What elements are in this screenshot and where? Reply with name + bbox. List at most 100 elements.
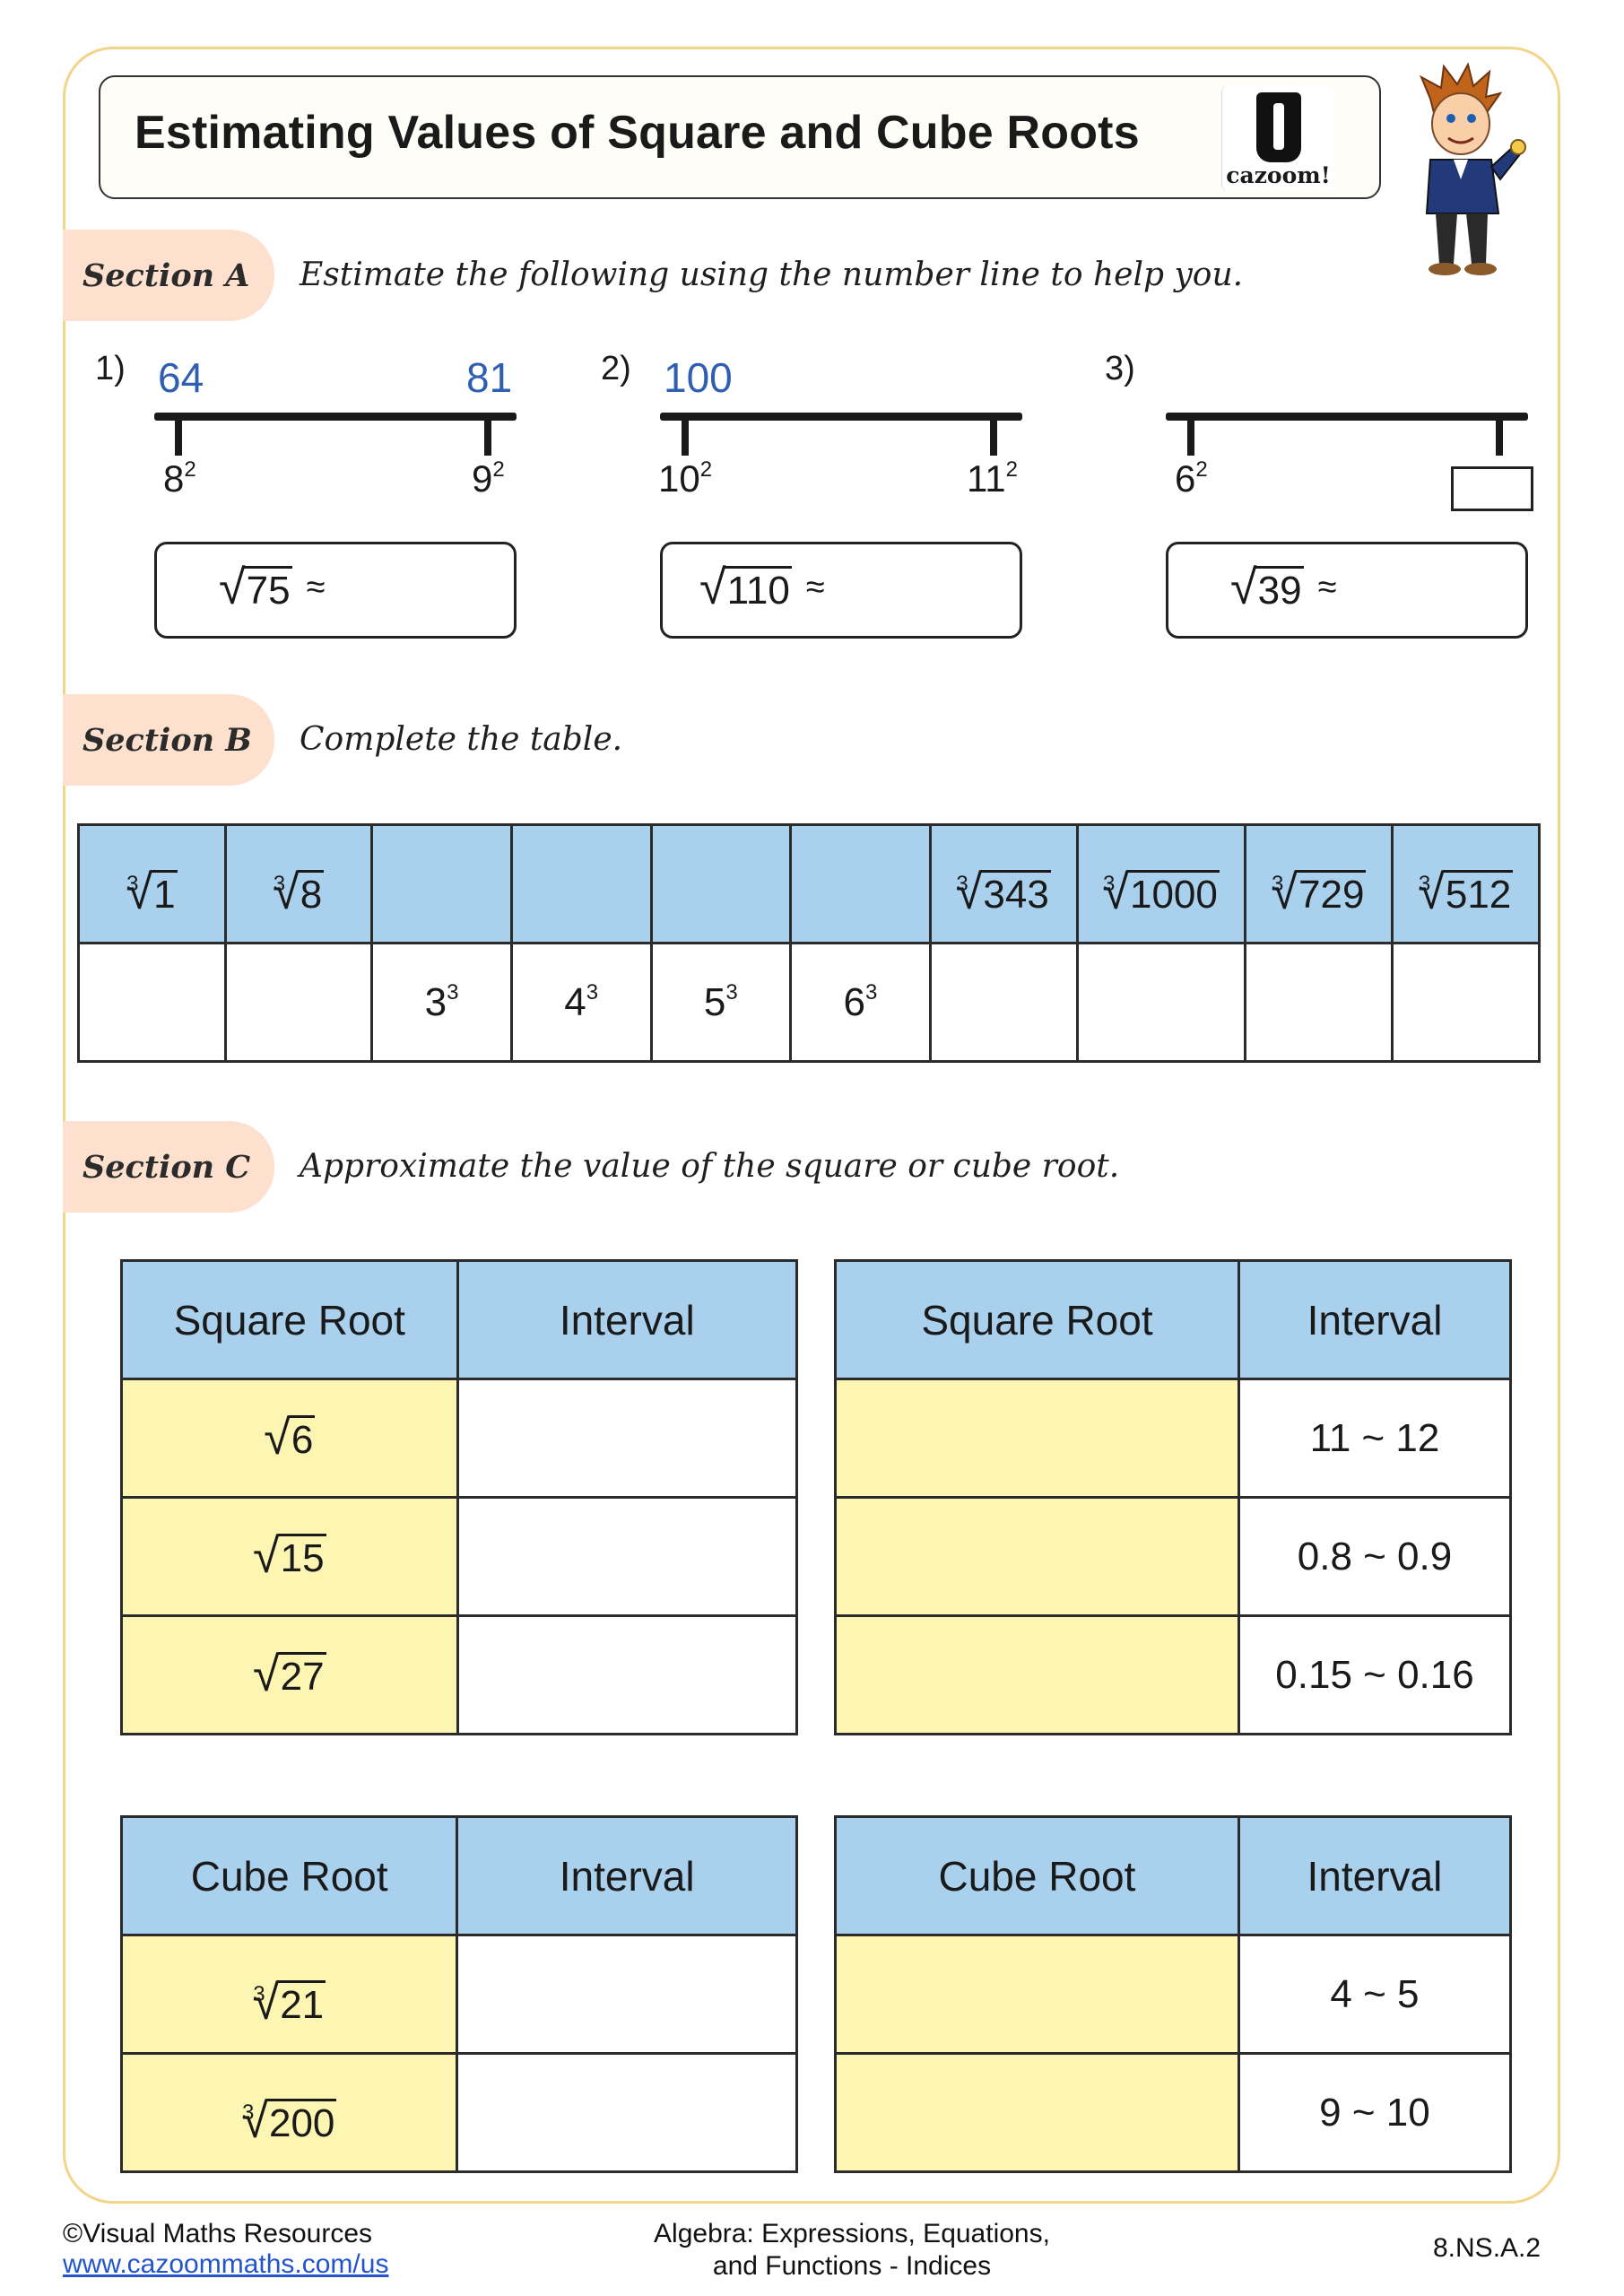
- footer-topic-line-1: Algebra: Expressions, Equations,: [654, 2219, 1050, 2248]
- answer-cell[interactable]: [456, 1378, 798, 1499]
- q1-left-value: 64: [158, 354, 204, 401]
- table-row: 9 ~ 10: [834, 2052, 1513, 2173]
- table-row: 3√21: [119, 1934, 798, 2055]
- table-row: √15: [120, 1496, 798, 1617]
- logo-mark-icon: [1256, 92, 1301, 162]
- table-cell: 9 ~ 10: [1237, 2052, 1513, 2173]
- table-row: 0.15 ~ 0.16: [834, 1614, 1513, 1735]
- table-cell: 3√21: [119, 1934, 459, 2055]
- table-cell-blank[interactable]: [1075, 942, 1247, 1063]
- answer-cell[interactable]: [834, 1934, 1240, 2055]
- table-row: √27: [120, 1614, 798, 1735]
- q2-expression: √110 ≈: [699, 561, 825, 614]
- cube-root-table-right: Cube Root Interval 4 ~ 5 9 ~ 10: [834, 1815, 1513, 2173]
- table-cell-blank[interactable]: [928, 942, 1079, 1063]
- table-cell: 11 ~ 12: [1237, 1378, 1513, 1499]
- cube-root-table-left: Cube Root Interval 3√21 3√200: [119, 1815, 798, 2173]
- question-2-number: 2): [601, 350, 631, 387]
- section-a-instruction: Estimate the following using the number …: [300, 257, 1244, 293]
- table-cell-blank[interactable]: [1391, 942, 1541, 1063]
- q3-number-line: [1166, 413, 1528, 421]
- table-cell: 3√343: [928, 823, 1079, 944]
- square-root-table-right: Square Root Interval 11 ~ 12 0.8 ~ 0.9 0…: [834, 1259, 1513, 1735]
- cartoon-boy-icon: [1419, 62, 1526, 275]
- table-cell: √15: [120, 1496, 459, 1617]
- cube-table-roots-row: 3√1 3√8 3√343 3√1000 3√729 3√512: [77, 823, 1541, 944]
- answer-cell[interactable]: [834, 1496, 1240, 1617]
- column-header: Interval: [1237, 1259, 1513, 1380]
- table-row: 4 ~ 5: [834, 1934, 1513, 2055]
- column-header: Square Root: [834, 1259, 1240, 1380]
- table-cell: √6: [120, 1378, 459, 1499]
- table-cell: 3√8: [223, 823, 374, 944]
- q2-answer-box[interactable]: [660, 542, 1022, 639]
- q1-expression: √75 ≈: [219, 561, 326, 614]
- answer-cell[interactable]: [834, 2052, 1240, 2173]
- table-cell: 3√1: [77, 823, 227, 944]
- q1-right-power: 92: [472, 457, 505, 500]
- section-a-tab: Section A: [63, 230, 274, 321]
- question-1-number: 1): [95, 350, 126, 387]
- q2-number-line: [660, 413, 1022, 421]
- answer-cell[interactable]: [834, 1614, 1240, 1735]
- answer-cell[interactable]: [834, 1378, 1240, 1499]
- q1-number-line: [154, 413, 517, 421]
- q1-left-tick: [175, 416, 182, 456]
- answer-cell[interactable]: [456, 1496, 798, 1617]
- section-c-instruction: Approximate the value of the square or c…: [300, 1148, 1120, 1185]
- title-box: [99, 75, 1381, 199]
- table-row: 0.8 ~ 0.9: [834, 1496, 1513, 1617]
- table-cell: 0.8 ~ 0.9: [1237, 1496, 1513, 1617]
- table-cell: 43: [509, 942, 653, 1063]
- table-row: 3√200: [119, 2052, 798, 2173]
- table-row: √6: [120, 1378, 798, 1499]
- table-cell-blank[interactable]: [77, 942, 227, 1063]
- column-header: Interval: [456, 1259, 798, 1380]
- cazoom-logo: cazoom!: [1221, 85, 1334, 191]
- q3-missing-power-box[interactable]: [1451, 466, 1533, 511]
- q2-right-tick: [990, 416, 997, 456]
- table-cell: 3√200: [119, 2052, 459, 2173]
- table-cell-blank[interactable]: [649, 823, 793, 944]
- column-header: Cube Root: [834, 1815, 1240, 1936]
- page-title: Estimating Values of Square and Cube Roo…: [135, 107, 1140, 159]
- answer-cell[interactable]: [456, 1934, 798, 2055]
- table-cell-blank[interactable]: [223, 942, 374, 1063]
- q2-left-tick: [682, 416, 689, 456]
- logo-brand: cazoom!: [1226, 162, 1331, 188]
- table-cell-blank[interactable]: [789, 823, 932, 944]
- square-root-table-left: Square Root Interval √6 √15 √27: [120, 1259, 798, 1735]
- column-header: Square Root: [120, 1259, 459, 1380]
- section-b-instruction: Complete the table.: [300, 721, 623, 758]
- table-row: 11 ~ 12: [834, 1378, 1513, 1499]
- q1-answer-box[interactable]: [154, 542, 517, 639]
- column-header: Cube Root: [119, 1815, 459, 1936]
- q1-left-power: 82: [163, 457, 196, 500]
- cube-table-powers-row: 33 43 53 63: [77, 942, 1541, 1063]
- q3-answer-box[interactable]: [1166, 542, 1528, 639]
- table-cell: 3√512: [1391, 823, 1541, 944]
- q1-right-value: 81: [466, 354, 513, 401]
- table-cell-blank[interactable]: [370, 823, 513, 944]
- table-cell: 0.15 ~ 0.16: [1237, 1614, 1513, 1735]
- q3-left-power: 62: [1175, 457, 1208, 500]
- q2-right-power: 112: [967, 457, 1018, 500]
- table-cell-blank[interactable]: [509, 823, 653, 944]
- column-header: Interval: [1237, 1815, 1513, 1936]
- cube-table: 3√1 3√8 3√343 3√1000 3√729 3√512 33 43 5…: [77, 823, 1541, 1063]
- footer-website-link[interactable]: www.cazoommaths.com/us: [63, 2249, 389, 2279]
- q3-right-tick: [1496, 416, 1503, 456]
- column-header: Interval: [456, 1815, 798, 1936]
- table-cell: √27: [120, 1614, 459, 1735]
- table-cell: 3√1000: [1075, 823, 1247, 944]
- table-cell: 33: [370, 942, 513, 1063]
- q3-left-tick: [1187, 416, 1194, 456]
- answer-cell[interactable]: [456, 2052, 798, 2173]
- table-cell-blank[interactable]: [1244, 942, 1394, 1063]
- answer-cell[interactable]: [456, 1614, 798, 1735]
- table-cell: 63: [789, 942, 932, 1063]
- footer-standard-code: 8.NS.A.2: [1433, 2233, 1541, 2263]
- q1-right-tick: [484, 416, 491, 456]
- footer-copyright: ©Visual Maths Resources: [63, 2219, 373, 2248]
- table-cell: 3√729: [1244, 823, 1394, 944]
